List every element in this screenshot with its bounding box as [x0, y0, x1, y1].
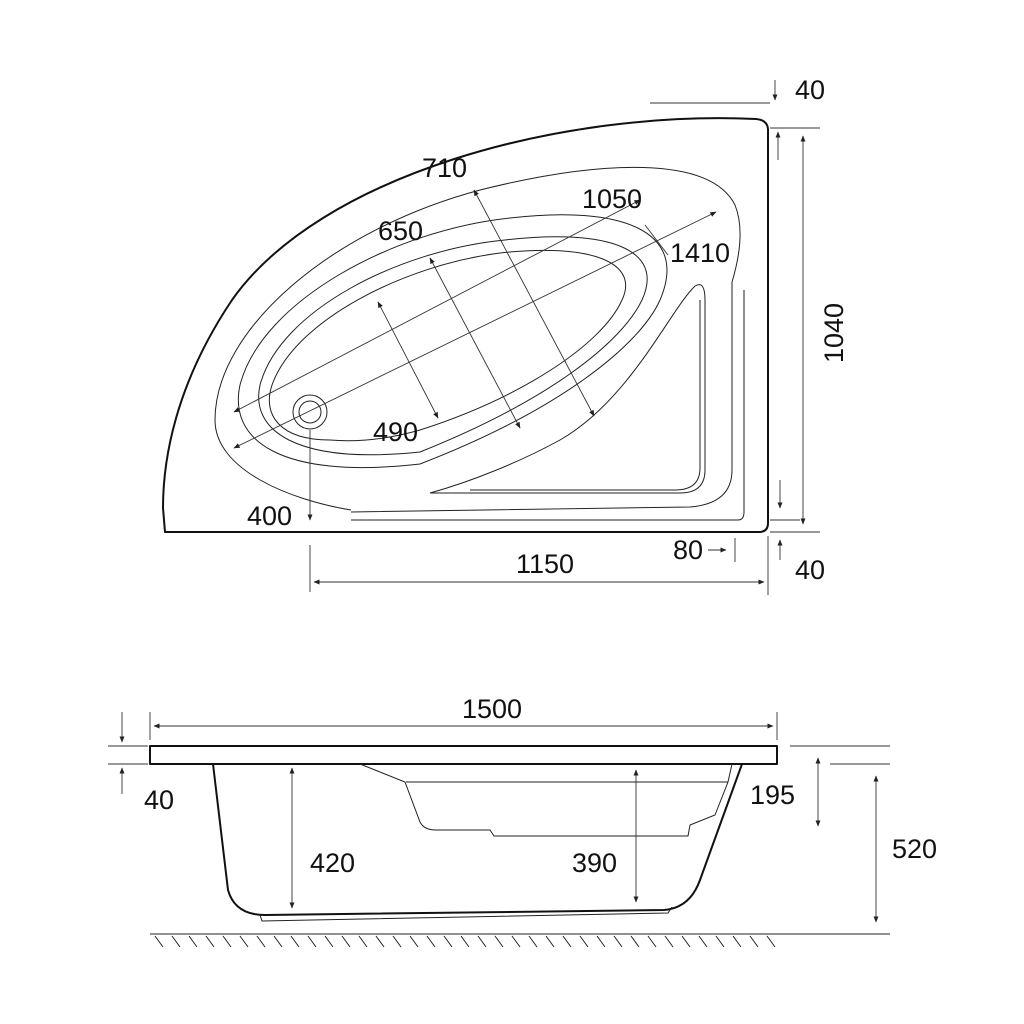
- dim-line-650: [429, 257, 521, 429]
- side-body: [212, 763, 743, 916]
- bowl-floor: [268, 249, 627, 442]
- label-400: 400: [247, 501, 292, 531]
- plan-view: 710 1050 650 1410 490 400 1150 80 40 40 …: [162, 75, 849, 595]
- label-490: 490: [373, 417, 418, 447]
- side-view: 1500 40 420 390 195 520: [108, 694, 937, 948]
- label-1050: 1050: [582, 184, 642, 214]
- drain-inner: [298, 400, 322, 424]
- label-1500: 1500: [462, 694, 522, 724]
- seat-step: [429, 284, 706, 494]
- label-420: 420: [310, 848, 355, 878]
- side-rim: [149, 745, 778, 765]
- label-520: 520: [892, 834, 937, 864]
- tub-outer-rim: [162, 117, 769, 533]
- label-40-bottom: 40: [795, 555, 825, 585]
- side-base-lip: [259, 906, 673, 922]
- label-1040: 1040: [819, 303, 849, 363]
- shelf-contour: [214, 166, 741, 513]
- bowl-inner: [258, 236, 648, 456]
- label-80: 80: [673, 535, 703, 565]
- leader-1410: [644, 224, 669, 256]
- label-40-side: 40: [144, 785, 174, 815]
- dim-line-1410: [233, 211, 717, 449]
- rim-inner-edge: [351, 290, 745, 521]
- dim-line-710: [473, 189, 595, 417]
- label-195: 195: [750, 780, 795, 810]
- seat-step-inner: [470, 300, 701, 491]
- label-710: 710: [422, 153, 467, 183]
- floor-hatch: [154, 935, 776, 948]
- side-seat: [359, 763, 733, 837]
- label-1150: 1150: [516, 549, 574, 579]
- label-1410: 1410: [670, 238, 730, 268]
- dim-line-490: [377, 301, 439, 419]
- label-390: 390: [572, 848, 617, 878]
- label-40-top: 40: [795, 75, 825, 105]
- drain-outer: [292, 394, 328, 430]
- label-650: 650: [378, 216, 423, 246]
